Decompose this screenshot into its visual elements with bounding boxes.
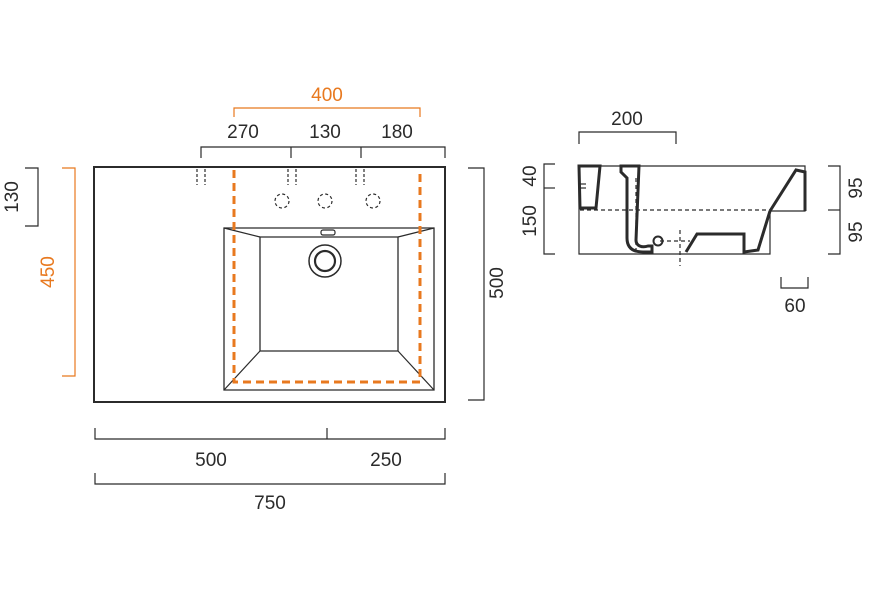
plan-dim-bottom-750: 750 — [254, 493, 286, 514]
section-view — [577, 164, 807, 266]
plan-dim-right-500: 500 — [487, 267, 508, 299]
section-dim-right-95b: 95 — [846, 221, 867, 242]
plan-dim-tap-180: 180 — [381, 122, 413, 143]
plan-dimension-lines — [25, 107, 485, 485]
plan-dim-bottom-250: 250 — [370, 450, 402, 471]
plan-dim-left-450: 450 — [38, 256, 59, 288]
section-dim-left-150: 150 — [520, 205, 541, 237]
plan-dim-tap-130: 130 — [309, 122, 341, 143]
plan-dim-left-130: 130 — [2, 181, 23, 213]
section-overflow — [619, 164, 654, 254]
plan-dim-tap-270: 270 — [227, 122, 259, 143]
tap-hole-3 — [365, 193, 381, 209]
section-dim-top-200: 200 — [611, 109, 643, 130]
overflow-slot — [320, 229, 336, 236]
drain-inner — [313, 249, 337, 273]
installation-frame — [232, 170, 422, 384]
basin-outline — [93, 166, 446, 403]
section-wall-left — [577, 164, 602, 210]
section-dim-bottom-60: 60 — [784, 296, 805, 317]
section-dim-right-95a: 95 — [846, 177, 867, 198]
bowl-inner — [259, 236, 399, 352]
section-bowl — [684, 168, 807, 254]
section-dim-left-40: 40 — [520, 165, 541, 186]
plan-view — [93, 166, 446, 403]
section-dimension-lines — [543, 131, 841, 289]
drain-outer — [308, 244, 342, 278]
plan-dim-top-orange: 400 — [311, 85, 343, 106]
tap-hole-2 — [317, 193, 333, 209]
plan-dim-bottom-500: 500 — [195, 450, 227, 471]
tap-hole-1 — [274, 193, 290, 209]
